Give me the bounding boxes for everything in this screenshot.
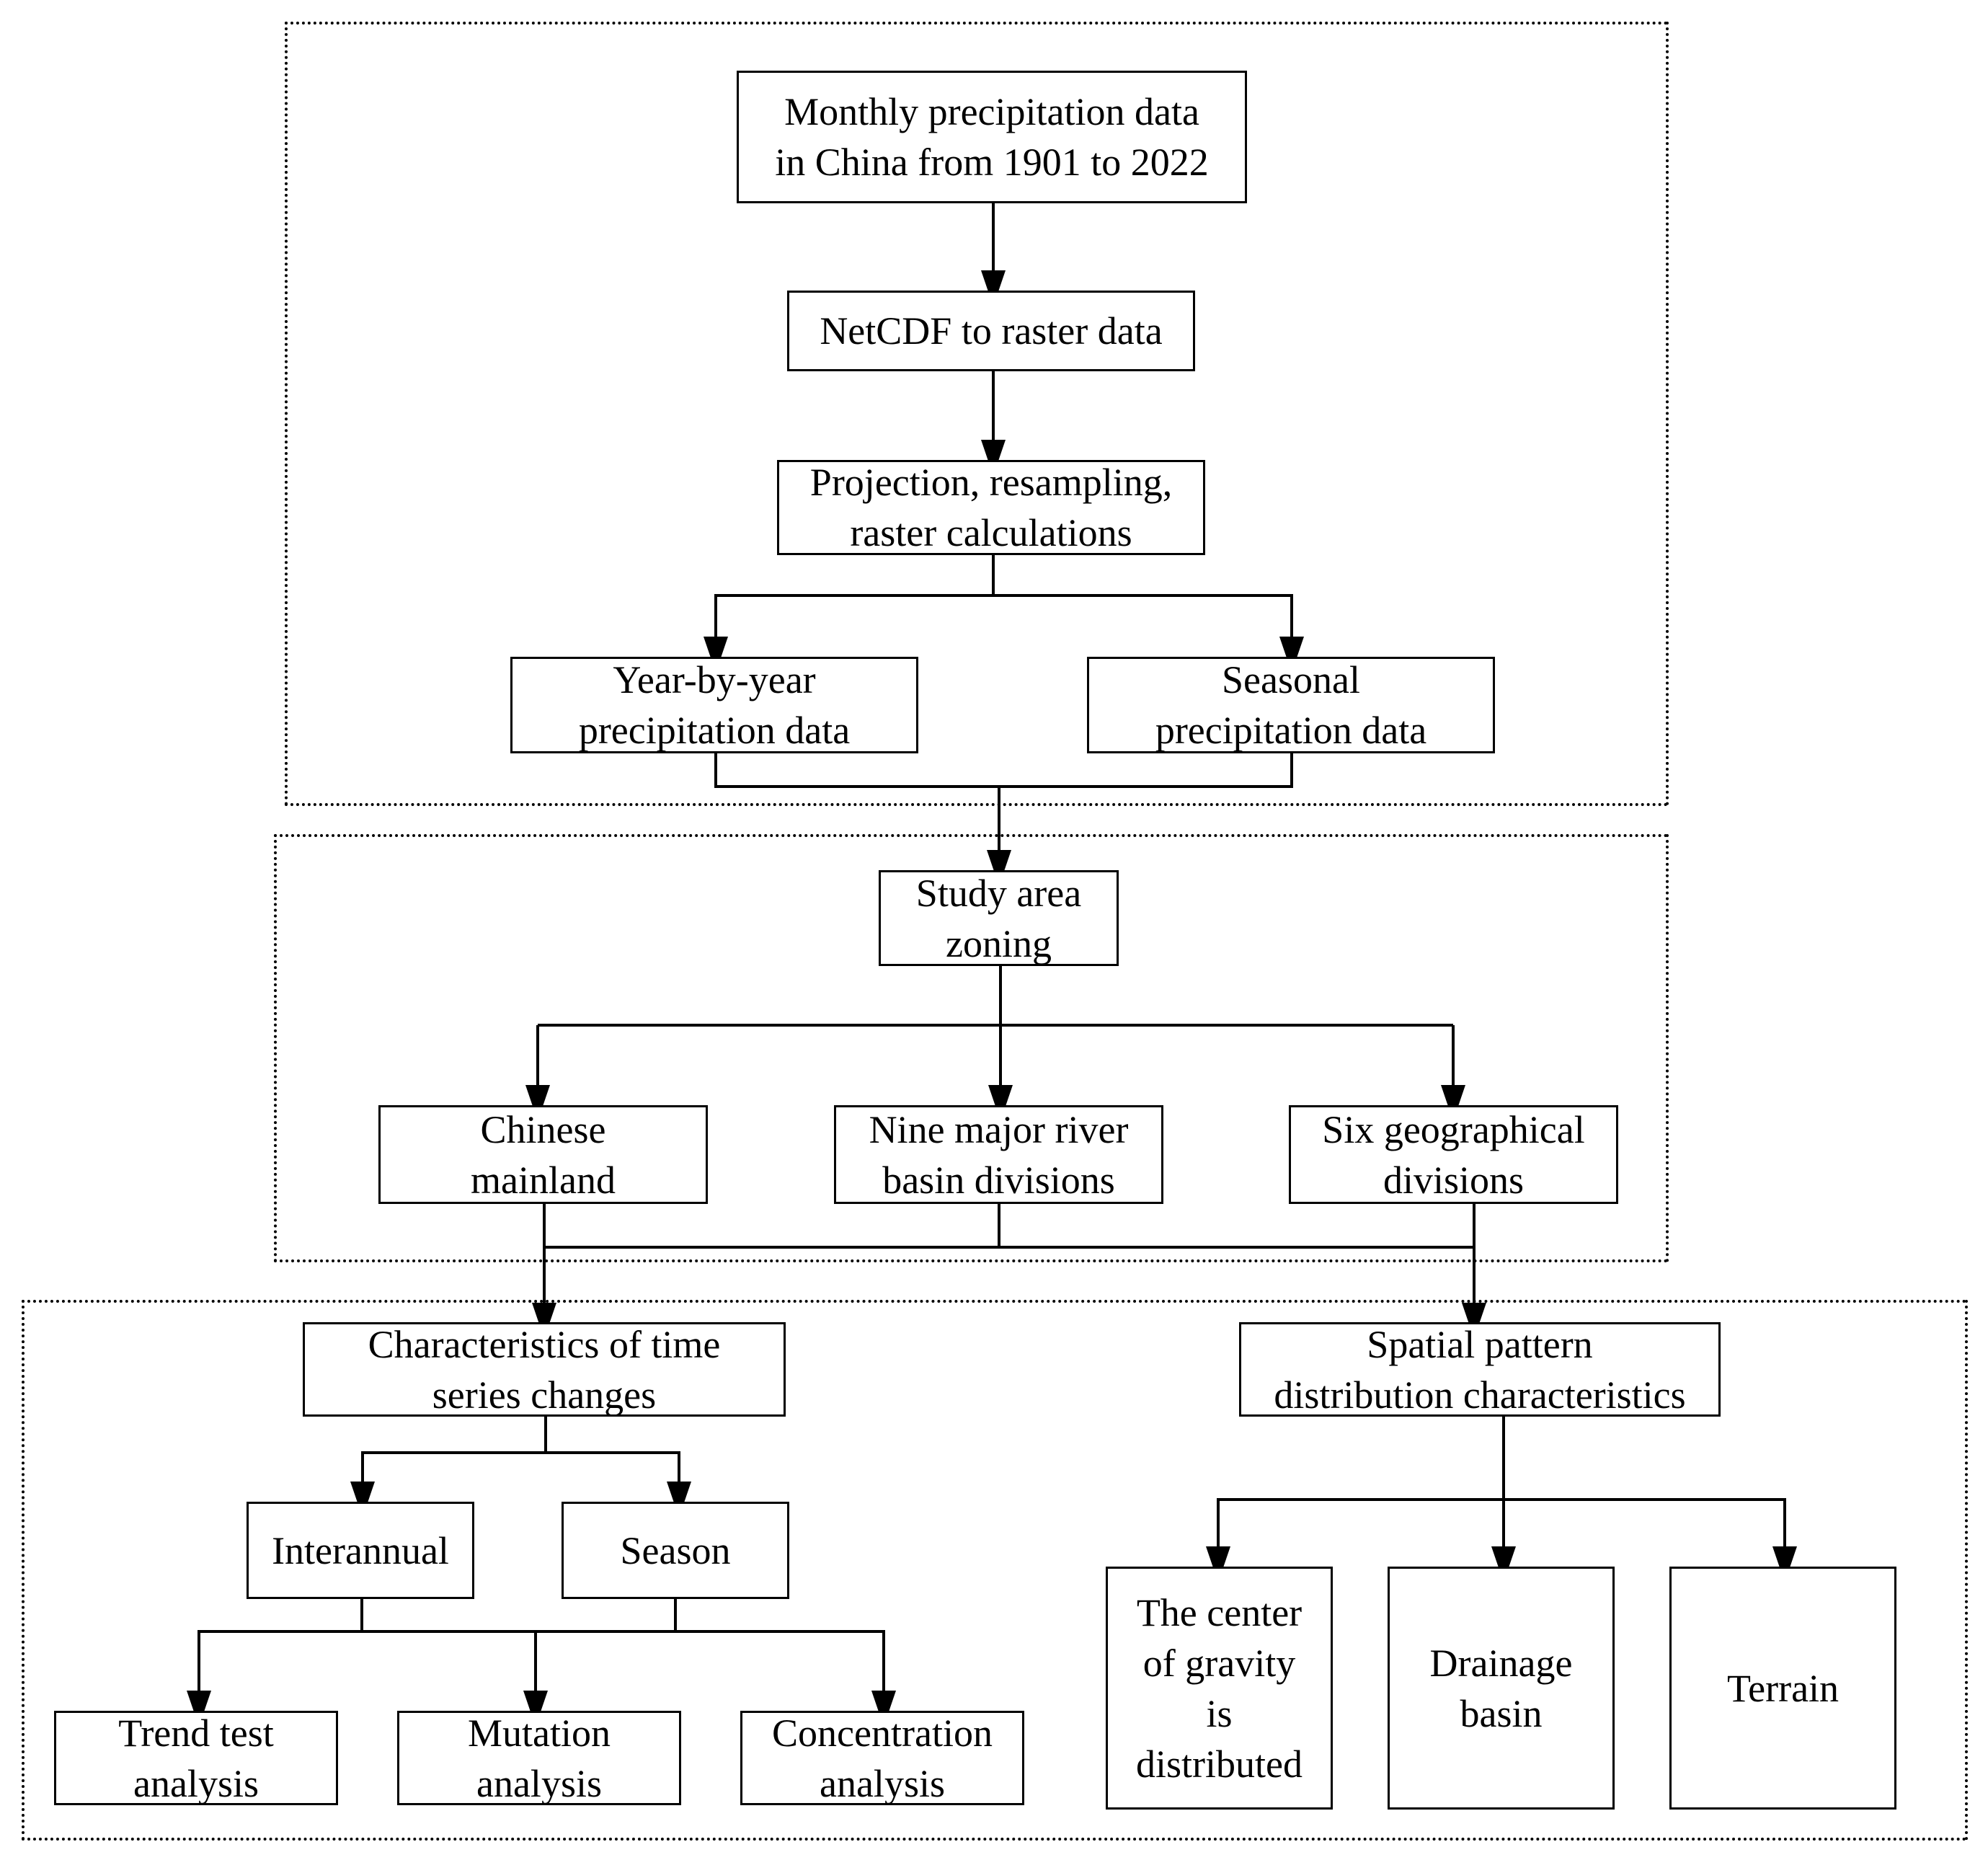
box-trend-test: Trend test analysis xyxy=(54,1711,338,1805)
box-yearly-data: Year-by-year precipitation data xyxy=(510,657,918,753)
box-concentration: Concentration analysis xyxy=(740,1711,1024,1805)
study-area-group xyxy=(274,834,1669,1262)
arrow-to-interannual xyxy=(363,1417,547,1500)
box-spatial-pattern: Spatial pattern distribution characteris… xyxy=(1239,1322,1721,1417)
box-season: Season xyxy=(562,1502,789,1599)
box-drainage-basin: Drainage basin xyxy=(1388,1567,1615,1810)
box-label: Drainage basin xyxy=(1429,1641,1573,1735)
arrow-projection-to-yearly xyxy=(716,555,995,655)
box-label: Characteristics of time series changes xyxy=(368,1322,721,1417)
arrow-to-terrain xyxy=(1504,1498,1785,1564)
box-label: Terrain xyxy=(1726,1666,1840,1710)
box-time-series: Characteristics of time series changes xyxy=(303,1322,786,1417)
box-label: Monthly precipitation data in China from… xyxy=(775,90,1209,184)
box-mutation: Mutation analysis xyxy=(397,1711,681,1805)
arrow-to-season xyxy=(546,1451,679,1500)
box-river-basins: Nine major river basin divisions xyxy=(834,1105,1163,1204)
arrow-projection-to-seasonal xyxy=(993,594,1292,655)
box-label: Trend test analysis xyxy=(118,1711,274,1805)
data-preprocessing-group xyxy=(285,22,1669,806)
box-study-area: Study area zoning xyxy=(879,870,1119,966)
box-monthly-data: Monthly precipitation data in China from… xyxy=(737,71,1247,203)
arrow-to-concentration xyxy=(362,1630,884,1709)
box-geo-divisions: Six geographical divisions xyxy=(1289,1105,1618,1204)
box-projection: Projection, resampling, raster calculati… xyxy=(777,460,1205,555)
box-label: Year-by-year precipitation data xyxy=(578,658,851,752)
box-label: Season xyxy=(620,1528,731,1572)
box-label: Mutation analysis xyxy=(468,1711,611,1805)
box-center-of-gravity: The center of gravity is distributed xyxy=(1106,1567,1333,1810)
box-netcdf: NetCDF to raster data xyxy=(787,291,1195,371)
arrow-to-gravity xyxy=(1218,1417,1505,1564)
box-label: NetCDF to raster data xyxy=(820,309,1163,353)
box-interannual: Interannual xyxy=(247,1502,474,1599)
box-terrain: Terrain xyxy=(1669,1567,1896,1810)
merge-data-line xyxy=(714,753,1293,788)
box-label: Study area zoning xyxy=(915,871,1082,965)
box-chinese-mainland: Chinese mainland xyxy=(378,1105,708,1204)
box-label: Six geographical divisions xyxy=(1322,1107,1585,1202)
box-label: The center of gravity is distributed xyxy=(1136,1590,1303,1786)
box-label: Spatial pattern distribution characteris… xyxy=(1274,1322,1686,1417)
analysis-group xyxy=(22,1300,1968,1841)
arrow-to-trend xyxy=(199,1599,363,1709)
box-seasonal-data: Seasonal precipitation data xyxy=(1087,657,1495,753)
box-label: Nine major river basin divisions xyxy=(869,1107,1129,1202)
box-label: Concentration analysis xyxy=(772,1711,993,1805)
box-label: Chinese mainland xyxy=(471,1107,616,1202)
box-label: Interannual xyxy=(272,1528,449,1572)
box-label: Projection, resampling, raster calculati… xyxy=(809,461,1173,554)
box-label: Seasonal precipitation data xyxy=(1155,658,1427,752)
